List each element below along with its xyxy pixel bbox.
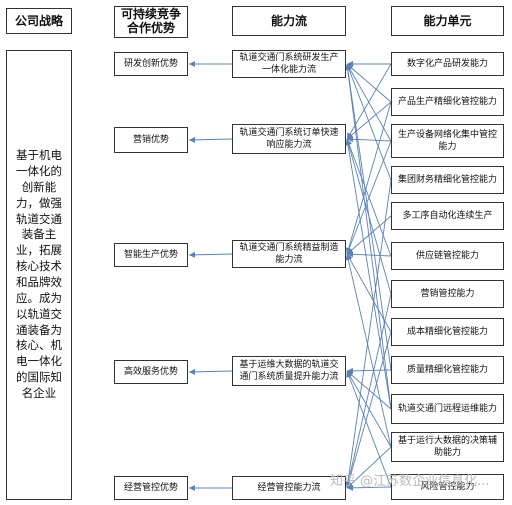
strategy-box: 基于机电一体化的创新能力，做强轨道交通装备主业，拓展核心技术和品牌效应。成为以轨… (6, 50, 72, 500)
unit-decision-support: 基于运行大数据的决策辅助能力 (391, 432, 504, 462)
connector-lines (188, 61, 392, 491)
flow-to-advantage-arrow (188, 251, 233, 258)
flow-to-advantage-arrow (188, 368, 233, 375)
header-strategy: 公司战略 (6, 8, 72, 34)
advantage-smart-production: 智能生产优势 (114, 243, 188, 267)
unit-to-flow-arrow (346, 63, 392, 103)
unit-to-flow-arrow (346, 101, 392, 140)
watermark: 知乎 @江苏数企业信息化... (330, 474, 490, 489)
unit-to-flow-arrow (346, 484, 392, 491)
flow-operation-control: 经营管控能力流 (232, 476, 346, 500)
unit-to-flow-arrow (344, 63, 392, 371)
unit-remote-maintenance: 轨道交通门远程运维能力 (391, 394, 504, 424)
advantage-efficient-service: 高效服务优势 (114, 360, 188, 384)
unit-to-flow-arrow (345, 293, 392, 489)
unit-marketing-control: 营销管控能力 (391, 280, 504, 308)
header-capability-unit: 能力单元 (391, 6, 504, 36)
unit-multi-process-automation: 多工序自动化连续生产 (391, 202, 504, 230)
flow-rd-production: 轨道交通门系统研发生产一体化能力流 (232, 50, 346, 78)
unit-production-control: 产品生产精细化管控能力 (391, 88, 504, 116)
unit-group-finance: 集团财务精细化管控能力 (391, 166, 504, 194)
unit-cost-control: 成本精细化管控能力 (391, 318, 504, 346)
unit-digital-rd: 数字化产品研发能力 (391, 52, 504, 76)
unit-to-flow-arrow (346, 446, 392, 489)
unit-to-flow-arrow (346, 63, 392, 140)
unit-equipment-network: 生产设备网络化集中管控能力 (391, 124, 504, 158)
unit-to-flow-arrow (345, 331, 392, 489)
header-capability-flow: 能力流 (232, 6, 346, 36)
flow-lean-manufacturing: 轨道交通门系统精益制造能力流 (232, 240, 346, 268)
flow-to-advantage-arrow (188, 136, 233, 143)
unit-to-flow-arrow (345, 253, 392, 448)
unit-to-flow-arrow (345, 101, 392, 255)
header-advantage: 可持续竞争 合作优势 (114, 6, 188, 38)
unit-to-flow-arrow (345, 138, 392, 410)
unit-to-flow-arrow (346, 370, 392, 488)
unit-risk-control: 风险管控能力 (391, 474, 504, 500)
unit-to-flow-arrow (346, 251, 392, 258)
unit-to-flow-arrow (346, 367, 392, 374)
unit-to-flow-arrow (344, 63, 392, 410)
unit-to-flow-arrow (344, 179, 392, 489)
unit-supply-chain: 供应链管控能力 (391, 242, 504, 270)
advantage-marketing: 营销优势 (114, 127, 188, 153)
unit-to-flow-arrow (346, 253, 392, 333)
unit-to-flow-arrow (346, 136, 392, 143)
advantage-operation-control: 经营管控优势 (114, 476, 188, 500)
advantage-rd-innovation: 研发创新优势 (114, 52, 188, 76)
unit-to-flow-arrow (346, 140, 392, 255)
flow-quality-improvement: 基于运维大数据的轨道交通门系统质量提升能力流 (232, 356, 346, 386)
flow-order-response: 轨道交通门系统订单快速响应能力流 (232, 124, 346, 154)
unit-quality-control: 质量精细化管控能力 (391, 356, 504, 384)
